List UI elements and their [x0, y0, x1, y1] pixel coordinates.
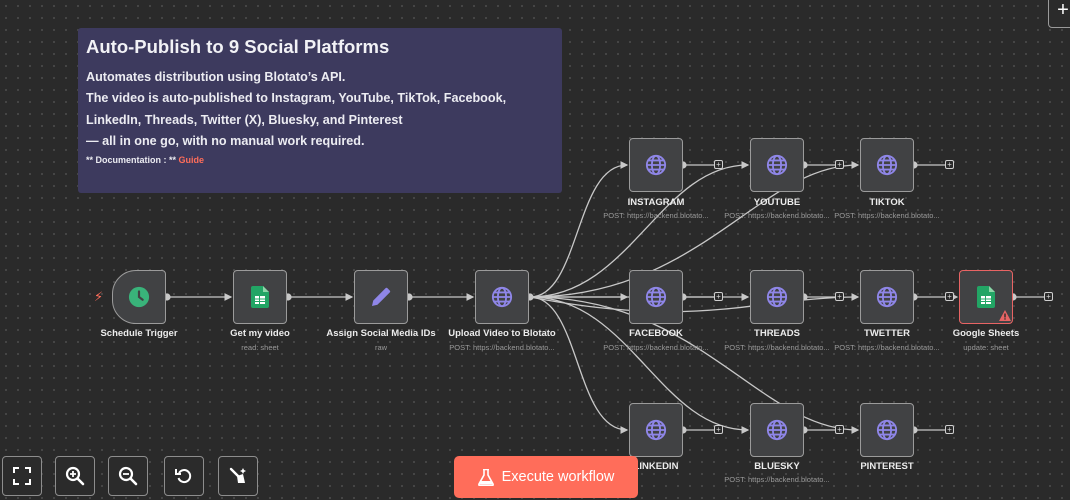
node-youtube[interactable] [750, 138, 804, 192]
node-label: FACEBOOK [629, 328, 683, 339]
globe-icon [766, 419, 788, 441]
node-assign-social-media-ids[interactable] [354, 270, 408, 324]
trigger-bolt-icon: ⚡︎ [94, 289, 104, 304]
google-sheets-icon [977, 286, 995, 308]
node-label: Get my video [230, 328, 290, 339]
node-pinterest[interactable] [860, 403, 914, 457]
edge-upload-pinterest [529, 296, 860, 434]
edge-upload-instagram [529, 161, 629, 298]
node-subtitle: POST: https://backend.blotato... [449, 343, 555, 352]
node-tiktok[interactable] [860, 138, 914, 192]
note-line-3: LinkedIn, Threads, Twitter (X), Bluesky,… [86, 112, 403, 127]
node-label: YOUTUBE [753, 197, 801, 208]
node-subtitle: POST: https://backend.blotato... [834, 211, 940, 220]
google-sheets-icon [251, 286, 269, 308]
note-line-2: The video is auto-published to Instagram… [86, 91, 507, 106]
node-subtitle: POST: https://backend.blotato... [724, 475, 830, 484]
zoom-in-button[interactable] [55, 456, 95, 496]
node-subtitle: POST: https://backend.blotato... [834, 343, 940, 352]
zoom-out-button[interactable] [108, 456, 148, 496]
fit-view-button[interactable] [2, 456, 42, 496]
node-label: Google Sheets [952, 328, 1020, 339]
execute-workflow-button[interactable]: Execute workflow [454, 456, 638, 498]
node-label: INSTAGRAM [627, 197, 685, 208]
node-label: THREADS [754, 328, 800, 339]
node-label: PINTEREST [860, 461, 914, 472]
edge-upload-youtube [529, 161, 750, 298]
fit-view-icon [13, 467, 31, 485]
add-node-button[interactable]: + [835, 160, 844, 169]
node-instagram[interactable] [629, 138, 683, 192]
node-twitter[interactable] [860, 270, 914, 324]
globe-icon [645, 286, 667, 308]
node-label: TIKTOK [869, 197, 905, 208]
add-node-button[interactable]: + [835, 425, 844, 434]
flask-icon [477, 468, 494, 486]
node-subtitle: read: sheet [241, 343, 279, 352]
node-subtitle: POST: https://backend.blotato... [603, 211, 709, 220]
globe-icon [876, 286, 898, 308]
node-schedule-trigger[interactable] [112, 270, 166, 324]
globe-icon [645, 419, 667, 441]
zoom-in-icon [65, 466, 85, 486]
doc-prefix: ** Documentation : ** [86, 155, 179, 166]
tidy-up-icon [229, 467, 246, 483]
warning-icon[interactable] [999, 310, 1011, 321]
execute-workflow-label: Execute workflow [501, 469, 615, 485]
add-node-button[interactable]: + [714, 160, 723, 169]
add-node-button[interactable]: + [1044, 292, 1053, 301]
edge-upload-tiktok [529, 161, 860, 298]
pencil-icon [372, 287, 391, 306]
tidy-up-button[interactable] [218, 456, 258, 496]
clock-icon [128, 286, 150, 308]
note-documentation: ** Documentation : ** Guide [86, 155, 554, 165]
node-subtitle: POST: https://backend.blotato... [603, 343, 709, 352]
undo-button[interactable] [164, 456, 204, 496]
undo-icon [175, 469, 192, 484]
add-node-button[interactable]: + [945, 292, 954, 301]
globe-icon [491, 286, 513, 308]
globe-icon [645, 154, 667, 176]
note-line-1: Automates distribution using Blotato’s A… [86, 70, 346, 84]
globe-icon [766, 286, 788, 308]
add-node-button[interactable]: + [835, 292, 844, 301]
node-subtitle: update: sheet [963, 343, 1009, 352]
node-subtitle: POST: https://backend.blotato... [724, 343, 830, 352]
add-node-button[interactable]: + [945, 425, 954, 434]
globe-icon [876, 154, 898, 176]
edge-upload-twitter [529, 293, 860, 313]
node-get-my-video[interactable] [233, 270, 287, 324]
guide-link[interactable]: Guide [178, 155, 205, 166]
sticky-note[interactable]: Auto-Publish to 9 Social Platforms Autom… [78, 28, 562, 193]
edge-upload-linkedin [529, 296, 629, 434]
note-line-4: — all in one go, with no manual work req… [86, 133, 365, 148]
node-threads[interactable] [750, 270, 804, 324]
node-subtitle: POST: https://backend.blotato... [724, 211, 830, 220]
zoom-out-icon [118, 466, 138, 486]
globe-icon [876, 419, 898, 441]
node-label: Schedule Trigger [100, 328, 178, 339]
add-node-button[interactable]: + [714, 292, 723, 301]
node-facebook[interactable] [629, 270, 683, 324]
node-label: Assign Social Media IDs [326, 328, 436, 339]
node-subtitle: raw [374, 343, 388, 352]
node-label: Upload Video to Blotato [448, 328, 556, 339]
note-title: Auto-Publish to 9 Social Platforms [86, 36, 390, 57]
node-label: TWETTER [864, 328, 910, 339]
node-bluesky[interactable] [750, 403, 804, 457]
globe-icon [766, 154, 788, 176]
add-node-button[interactable]: + [714, 425, 723, 434]
node-linkedin[interactable] [629, 403, 683, 457]
node-upload-video[interactable] [475, 270, 529, 324]
node-label: BLUESKY [754, 461, 800, 472]
open-nodes-panel-button[interactable]: + [1048, 0, 1070, 28]
add-node-button[interactable]: + [945, 160, 954, 169]
node-label: LINKEDIN [633, 461, 679, 472]
